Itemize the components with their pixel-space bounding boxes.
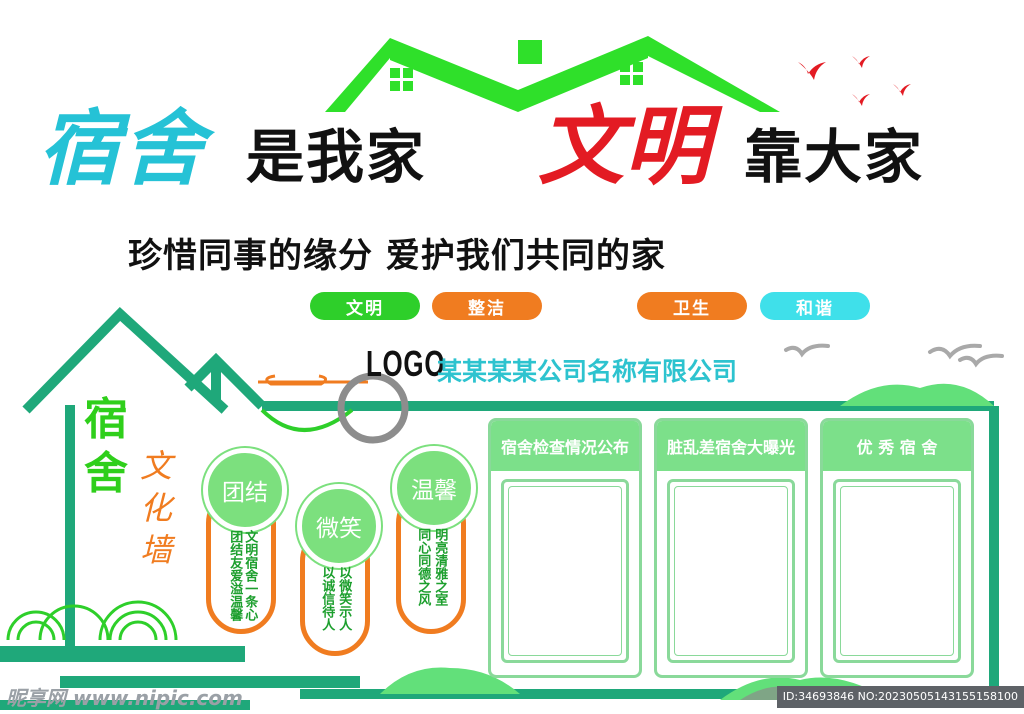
culture-char-3: 墙 [140, 531, 173, 569]
rope-decoration [260, 372, 409, 444]
company-name: 某某某某公司名称有限公司 [437, 357, 738, 386]
panel-frame [667, 479, 795, 663]
watermark-id: ID:34693846 NO:20230505143155158100 [776, 686, 1024, 708]
tag-civilized: 文明 [310, 292, 420, 320]
headline-part3: 文明 [538, 96, 710, 197]
panel-messy-exposure: 脏乱差宿舍大曝光 [654, 418, 808, 678]
headline-part4: 靠大家 [744, 123, 925, 191]
value-line-smile-2: 以诚信待人 [319, 566, 335, 631]
value-line-unity-1: 文明宿舍一条心 [242, 530, 258, 621]
wall-title-char-1: 宿 [84, 394, 128, 445]
headline-part2: 是我家 [246, 123, 427, 191]
value-line-unity-2: 团结友爱溢温馨 [227, 530, 243, 621]
birds-icon [798, 56, 911, 106]
roof-icon [325, 36, 780, 112]
ground-stripes [0, 646, 360, 710]
tag-harmony: 和谐 [760, 292, 870, 320]
grey-birds-icon [784, 343, 1004, 368]
culture-char-1: 文 [140, 447, 173, 485]
value-badge-smile: 微笑 [297, 484, 381, 568]
subtitle: 珍惜同事的缘分 爱护我们共同的家 [128, 236, 666, 276]
panel-title: 宿舍检查情况公布 [491, 421, 639, 471]
panel-inspection: 宿舍检查情况公布 [488, 418, 642, 678]
value-badge-unity: 团结 [203, 448, 287, 532]
wall-title-char-2: 舍 [84, 448, 128, 499]
headline-part1: 宿舍 [38, 101, 206, 197]
cloud-decoration [6, 600, 178, 641]
value-line-smile-1: 以微笑示人 [336, 566, 352, 631]
culture-char-2: 化 [140, 489, 173, 527]
panel-title: 脏乱差宿舍大曝光 [657, 421, 805, 471]
panel-excellent-dorm: 优 秀 宿 舍 [820, 418, 974, 678]
value-badge-warmth: 温馨 [392, 446, 476, 530]
value-line-warmth-2: 同心同德之风 [415, 528, 431, 606]
panel-title: 优 秀 宿 舍 [823, 421, 971, 471]
logo: LOGO [366, 343, 446, 384]
value-line-warmth-1: 明亮清雅之室 [432, 528, 448, 606]
panel-frame [833, 479, 961, 663]
tag-tidy: 整洁 [432, 292, 542, 320]
watermark-site: 昵享网 www.nipic.com [6, 686, 243, 710]
panel-frame [501, 479, 629, 663]
tag-hygiene: 卫生 [637, 292, 747, 320]
